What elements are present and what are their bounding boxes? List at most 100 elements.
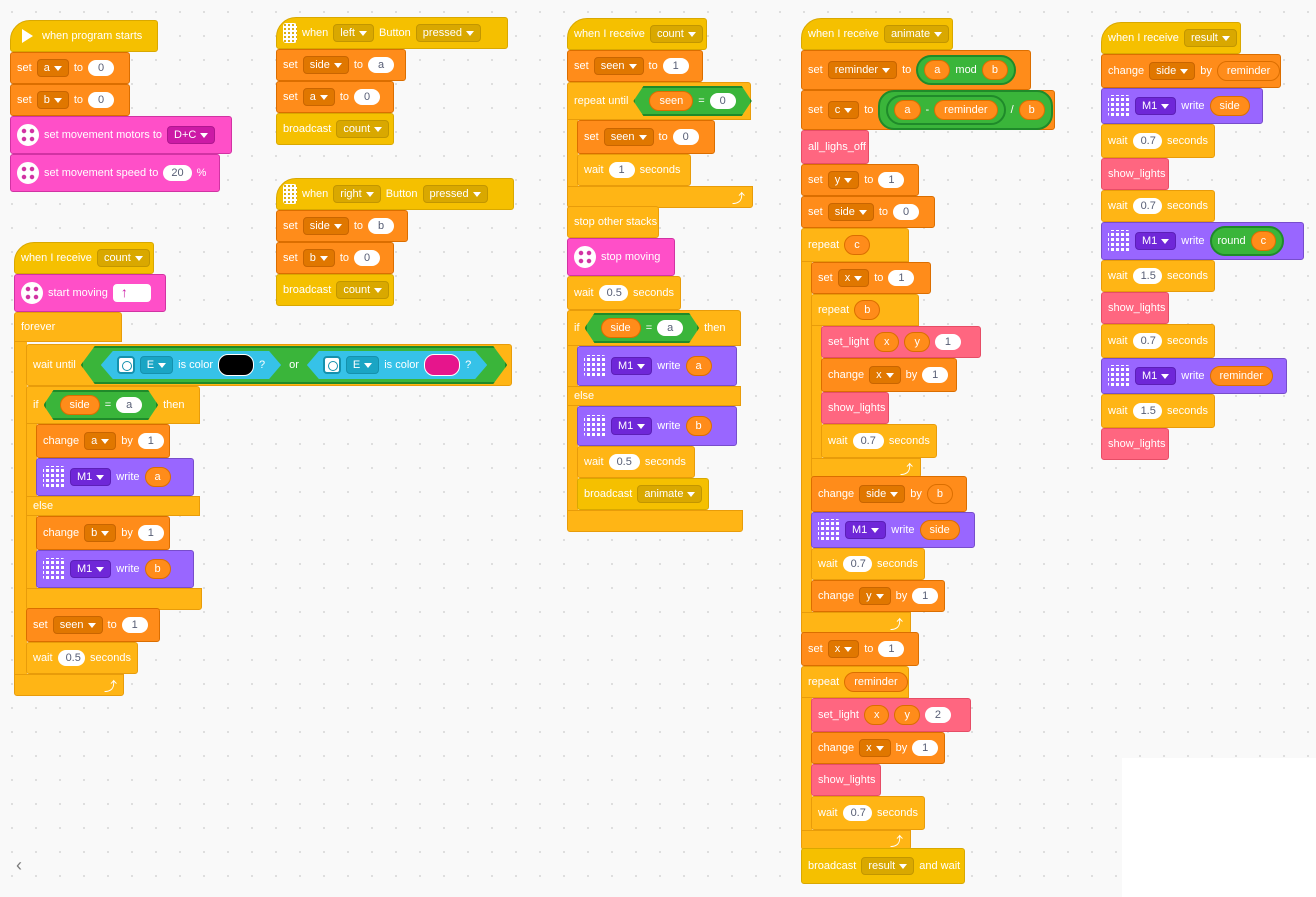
reporter-var[interactable]: x [863,705,890,725]
value-field[interactable]: 0.7 [1132,333,1163,349]
var-dropdown[interactable]: side [302,56,349,74]
reporter-var[interactable]: side [919,520,960,540]
repeat-until-block[interactable]: repeat until seen = 0 [567,82,751,120]
value-field[interactable]: 0.7 [842,556,873,572]
is-color-sensor[interactable]: E is color ? [101,351,281,379]
hat-when-i-receive-count[interactable]: when I receive count [567,18,707,50]
reporter-var[interactable]: side [601,318,641,338]
reporter-var[interactable]: b [981,60,1008,80]
change-side-block[interactable]: change side by b [811,476,967,512]
message-dropdown[interactable]: count [96,249,150,267]
repeat-b-block[interactable]: repeat b [811,294,919,326]
value-field[interactable]: 0 [710,93,736,109]
hat-when-i-receive-animate[interactable]: when I receive animate [801,18,953,50]
reporter-var[interactable]: b [685,416,712,436]
var-dropdown[interactable]: x [859,739,891,757]
set-y-block[interactable]: set y to 1 [801,164,919,196]
var-dropdown[interactable]: side [827,203,874,221]
var-dropdown[interactable]: c [827,101,860,119]
wait-block[interactable]: wait 1.5 seconds [1101,394,1215,428]
value-field[interactable]: a [657,320,683,336]
set-x-block[interactable]: set x to 1 [811,262,931,294]
if-block[interactable]: if side = a then [26,386,200,424]
wait-block[interactable]: wait 0.7 seconds [1101,124,1215,158]
reporter-var[interactable]: side [60,395,100,415]
button-dropdown[interactable]: left [333,24,374,42]
set-side-block[interactable]: set side to a [276,49,406,81]
set-b-block[interactable]: set b to 0 [10,84,130,116]
reporter-var[interactable]: y [894,705,920,725]
port-dropdown[interactable]: M1 [1135,97,1177,115]
reporter-var[interactable]: b [854,300,881,320]
broadcast-result-and-wait-block[interactable]: broadcast result and wait [801,848,965,884]
mod-operator[interactable]: a mod b [916,55,1016,85]
direction-dropdown[interactable] [112,284,151,302]
value-field[interactable]: b [368,218,395,234]
reporter-var[interactable]: reminder [934,100,998,120]
hat-when-program-starts[interactable]: when program starts [10,20,158,52]
message-dropdown[interactable]: count [336,281,390,299]
all-lighs-off-block[interactable]: all_lighs_off [801,130,869,164]
write-b-block[interactable]: M1 write b [36,550,194,588]
hat-when-right-button[interactable]: when right Button pressed [276,178,514,210]
write-round-block[interactable]: M1 write round c [1101,222,1304,260]
reporter-var[interactable]: b [926,484,954,504]
is-color-sensor[interactable]: E is color ? [307,351,487,379]
forever-block[interactable]: forever [14,312,122,342]
color-swatch-black[interactable] [218,354,254,376]
var-dropdown[interactable]: side [302,217,349,235]
state-dropdown[interactable]: pressed [422,185,488,203]
var-dropdown[interactable]: b [84,524,117,542]
change-b-block[interactable]: change b by 1 [36,516,170,550]
repeat-reminder-block[interactable]: repeat reminder [801,666,909,698]
reporter-var[interactable]: reminder [844,672,908,692]
port-dropdown[interactable]: E [140,356,173,374]
change-y-block[interactable]: change y by 1 [811,580,945,612]
var-dropdown[interactable]: a [84,432,117,450]
var-dropdown[interactable]: seen [52,616,103,634]
port-dropdown[interactable]: M1 [1135,367,1177,385]
message-dropdown[interactable]: result [1183,29,1237,47]
set-side-block[interactable]: set side to b [276,210,408,242]
start-moving-block[interactable]: start moving [14,274,166,312]
show-lights-block[interactable]: show_lights [1101,292,1169,324]
reporter-var[interactable]: c [844,235,870,255]
wait-block[interactable]: wait 0.7 seconds [1101,190,1215,222]
port-dropdown[interactable]: M1 [70,560,112,578]
change-x-block[interactable]: change x by 1 [821,358,957,392]
repeat-c-block[interactable]: repeat c [801,228,909,262]
set-movement-speed-block[interactable]: set movement speed to 20 % [10,154,220,192]
var-dropdown[interactable]: seen [603,128,654,146]
reporter-var[interactable]: c [1250,231,1277,251]
message-dropdown[interactable]: result [861,857,915,875]
set-a-block[interactable]: set a to 0 [276,81,394,113]
write-a-block[interactable]: M1 write a [577,346,737,386]
message-dropdown[interactable]: count [336,120,390,138]
broadcast-count-block[interactable]: broadcast count [276,113,394,145]
reporter-var[interactable]: a [685,356,712,376]
wait-block[interactable]: wait 0.7 seconds [811,796,925,830]
wait-block[interactable]: wait 0.7 seconds [811,548,925,580]
motors-dropdown[interactable]: D+C [167,126,216,144]
set-x-block[interactable]: set x to 1 [801,632,919,666]
set-c-block[interactable]: set c to a - reminder / b [801,90,1055,130]
equals-operator[interactable]: side = a [585,313,700,343]
value-field[interactable]: 0 [354,89,380,105]
write-a-block[interactable]: M1 write a [36,458,194,496]
reporter-var[interactable]: b [1018,100,1045,120]
message-dropdown[interactable]: animate [883,25,950,43]
var-dropdown[interactable]: seen [593,57,644,75]
var-dropdown[interactable]: y [859,587,891,605]
value-field[interactable]: 1.5 [1132,268,1163,284]
value-field[interactable]: 1 [121,617,148,633]
port-dropdown[interactable]: M1 [611,417,653,435]
write-side-block[interactable]: M1 write side [811,512,975,548]
show-lights-block[interactable]: show_lights [1101,428,1169,460]
state-dropdown[interactable]: pressed [415,24,481,42]
set-movement-motors-block[interactable]: set movement motors to D+C [10,116,232,154]
divide-operator[interactable]: a - reminder / b [878,90,1053,130]
value-field[interactable]: 0 [893,204,920,220]
message-dropdown[interactable]: animate [637,485,703,503]
chevron-left-icon[interactable]: ‹ [16,855,22,875]
port-dropdown[interactable]: M1 [70,468,112,486]
